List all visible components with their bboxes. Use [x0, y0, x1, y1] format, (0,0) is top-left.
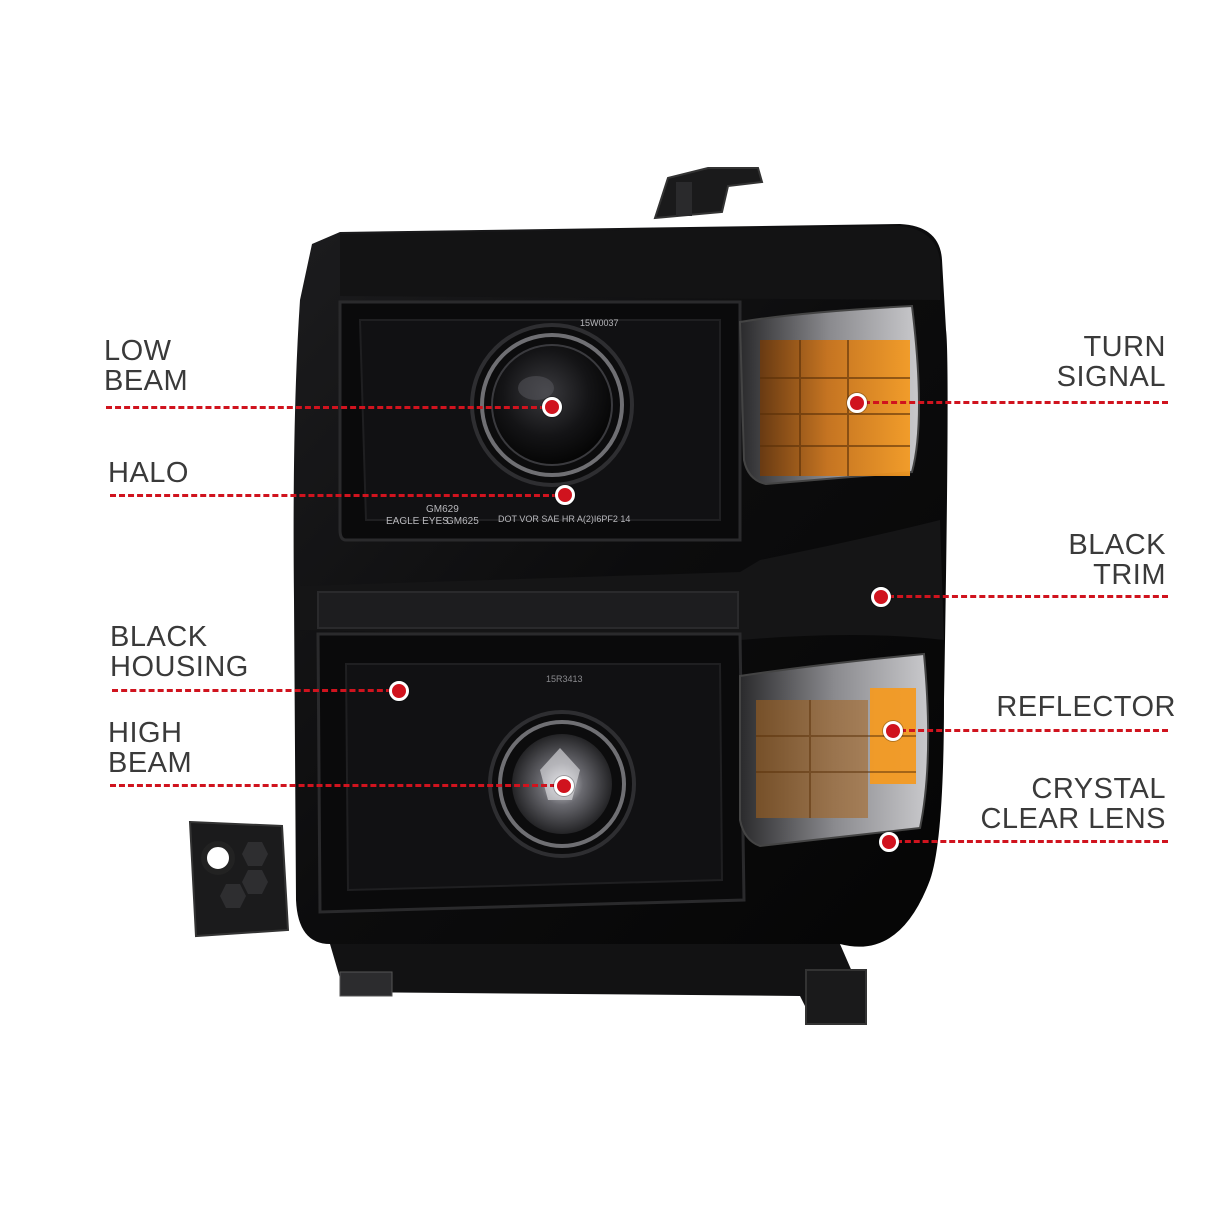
reflector-lens [739, 652, 930, 848]
marking-top-code: 15W0037 [580, 318, 619, 328]
marking-part-b: GM625 [446, 516, 479, 527]
callout-low-beam-dot [542, 397, 562, 417]
callout-reflector-dot [883, 721, 903, 741]
callout-turn-signal-line2: SIGNAL [1056, 361, 1166, 393]
black-trim-bar [300, 520, 944, 640]
callout-halo-label: HALO [108, 458, 189, 488]
marking-lower-code: 15R3413 [546, 674, 583, 684]
callout-high-beam-dot [554, 776, 574, 796]
callout-high-beam-label: HIGH BEAM [108, 718, 192, 778]
callout-crystal-clear-lens-line2: CLEAR LENS [980, 803, 1166, 835]
callout-high-beam-line1: HIGH [108, 717, 183, 749]
callout-low-beam-line1: LOW [104, 335, 172, 367]
callout-crystal-clear-lens-line1: CRYSTAL [1031, 773, 1166, 805]
callout-reflector-label: REFLECTOR [996, 692, 1176, 722]
callout-black-trim-line2: TRIM [1093, 559, 1166, 591]
top-mounting-bracket [653, 167, 764, 220]
callout-low-beam-label: LOW BEAM [104, 336, 188, 396]
callout-reflector-line1: REFLECTOR [996, 691, 1176, 723]
callout-black-housing-label: BLACK HOUSING [110, 622, 249, 682]
callout-black-housing-line [112, 689, 392, 692]
callout-reflector-line [900, 729, 1168, 732]
callout-halo-line [110, 494, 558, 497]
callout-crystal-clear-lens-line [896, 840, 1168, 843]
callout-turn-signal-line [864, 401, 1168, 404]
callout-low-beam-line [106, 406, 546, 409]
callout-black-housing-line1: BLACK [110, 621, 208, 653]
marking-part-a: GM629 [426, 504, 459, 515]
callout-high-beam-line [110, 784, 556, 787]
callout-black-trim-line1: BLACK [1068, 529, 1166, 561]
callout-black-trim-dot [871, 587, 891, 607]
callout-turn-signal-line1: TURN [1083, 331, 1166, 363]
callout-turn-signal-label: TURN SIGNAL [1057, 332, 1166, 392]
callout-black-trim-label: BLACK TRIM [1068, 530, 1166, 590]
callout-halo-dot [555, 485, 575, 505]
bottom-bracket [330, 944, 867, 1025]
callout-halo-line1: HALO [108, 457, 189, 489]
callout-crystal-clear-lens-label: CRYSTAL CLEAR LENS [980, 774, 1166, 834]
callout-high-beam-line2: BEAM [108, 747, 193, 779]
callout-crystal-clear-lens-dot [879, 832, 899, 852]
callout-black-housing-line2: HOUSING [110, 651, 249, 683]
callout-black-trim-line [888, 595, 1168, 598]
callout-turn-signal-dot [847, 393, 867, 413]
callout-low-beam-line2: BEAM [104, 365, 189, 397]
marking-dot-line: DOT VOR SAE HR A(2)I6PF2 14 [498, 514, 630, 524]
side-mounting-bracket [188, 820, 290, 938]
marking-brand: EAGLE EYES [386, 516, 449, 527]
callout-black-housing-dot [389, 681, 409, 701]
lens-markings: 15W0037 GM629 EAGLE EYES GM625 DOT VOR S… [386, 318, 630, 527]
turn-signal-lens [738, 304, 920, 486]
